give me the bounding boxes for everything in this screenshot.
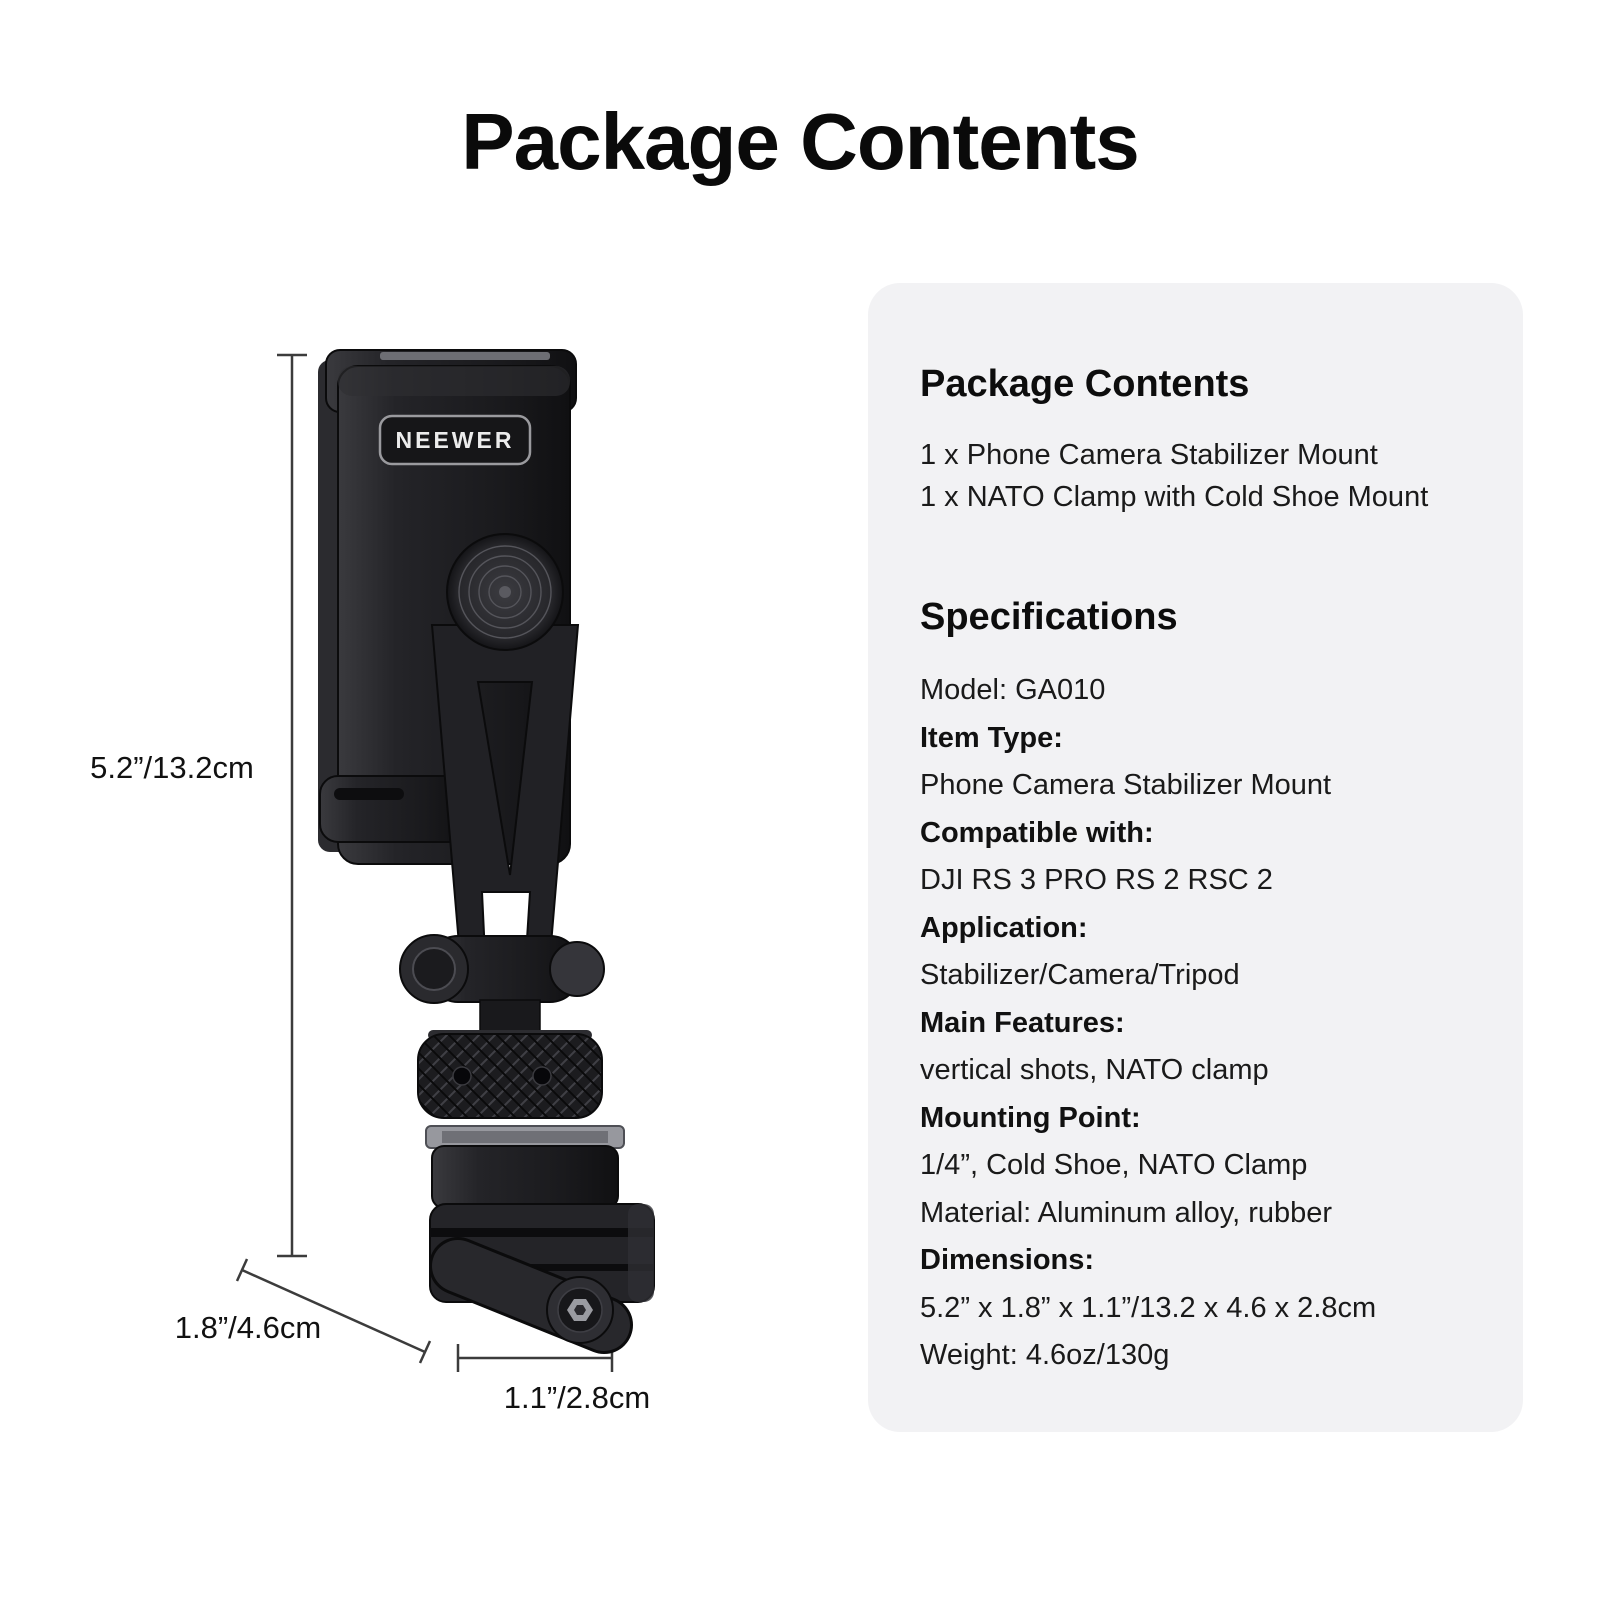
brand-badge <box>378 414 532 466</box>
plate-bevel <box>338 366 570 396</box>
spec-panel: Package Contents 1 x Phone Camera Stabil… <box>868 283 1523 1432</box>
hinge-cap <box>549 941 605 997</box>
cold-shoe-slot <box>442 1131 608 1143</box>
top-cold-shoe-rail <box>380 352 550 360</box>
bottom-jaw-pad <box>334 788 404 800</box>
disc-grooves <box>458 545 552 639</box>
dimension-label-height: 5.2”/13.2cm <box>90 750 254 785</box>
nato-base-bevel <box>628 1204 654 1302</box>
spec-line: 5.2” x 1.8” x 1.1”/13.2 x 4.6 x 2.8cm <box>920 1291 1377 1324</box>
spec-line: vertical shots, NATO clamp <box>920 1054 1269 1086</box>
nato-rail-groove-1 <box>430 1228 654 1237</box>
ring-hole-left <box>452 1066 472 1086</box>
spec-line: Material: Aluminum alloy, rubber <box>920 1196 1333 1229</box>
spec-line: Main Features: <box>920 1006 1125 1039</box>
lever-screw-socket <box>574 1305 586 1315</box>
contents-item: 1 x NATO Clamp with Cold Shoe Mount <box>920 481 1429 513</box>
spec-line: Weight: 4.6oz/130g <box>920 1339 1170 1371</box>
page-title: Package Contents <box>461 97 1140 186</box>
spec-line: Model: GA010 <box>920 674 1106 706</box>
hinge-thumbscrew-inner <box>412 947 456 991</box>
cold-shoe-block <box>431 1145 619 1209</box>
dimension-label-depth: 1.8”/4.6cm <box>175 1310 321 1345</box>
spec-line: 1/4”, Cold Shoe, NATO Clamp <box>920 1149 1308 1181</box>
spec-line: Mounting Point: <box>920 1101 1141 1134</box>
dimension-lines <box>235 353 614 1372</box>
panel-specs-heading: Specifications <box>920 596 1178 638</box>
spec-line: Phone Camera Stabilizer Mount <box>920 769 1332 801</box>
product-illustration: 5.2”/13.2cm 1.8”/4.6cm 1.1”/2.8cm NEEWER <box>80 330 760 1440</box>
dimension-label-width: 1.1”/2.8cm <box>504 1380 650 1415</box>
contents-item: 1 x Phone Camera Stabilizer Mount <box>920 439 1378 471</box>
panel-contents-heading: Package Contents <box>920 363 1250 405</box>
product-render: NEEWER <box>318 349 655 1354</box>
ring-hole-right <box>532 1066 552 1086</box>
brand-logo: NEEWER <box>396 427 515 453</box>
product-illustration-svg: 5.2”/13.2cm 1.8”/4.6cm 1.1”/2.8cm NEEWER <box>90 349 655 1415</box>
spec-line: Compatible with: <box>920 816 1154 849</box>
spec-line: Dimensions: <box>920 1244 1095 1276</box>
spec-line: Application: <box>920 911 1088 944</box>
spec-line: DJI RS 3 PRO RS 2 RSC 2 <box>920 864 1273 896</box>
spec-line: Stabilizer/Camera/Tripod <box>920 959 1240 991</box>
nato-rail-groove-2 <box>430 1264 654 1271</box>
spec-line: Item Type: <box>920 721 1063 754</box>
disc-center <box>499 586 511 598</box>
knurled-ring <box>417 1033 603 1119</box>
